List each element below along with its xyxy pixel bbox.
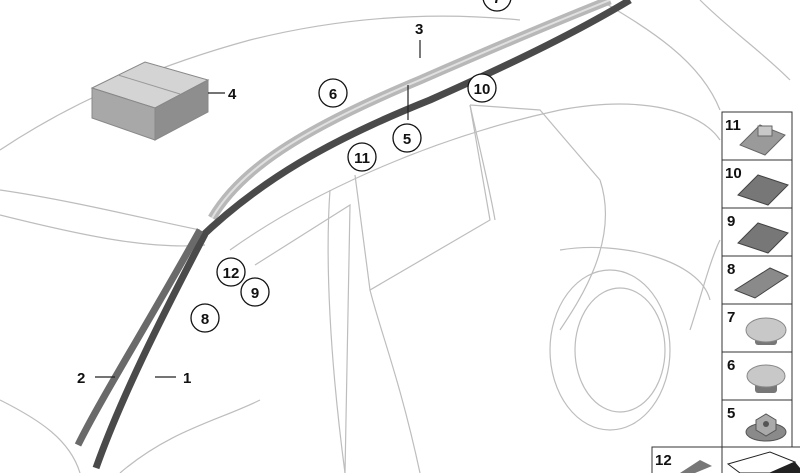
- parts-panel: 11 10 9 8 7 6 5: [651, 111, 800, 473]
- panel-item-11[interactable]: 11: [721, 111, 793, 161]
- svg-text:11: 11: [725, 117, 741, 134]
- panel-arrow-box: [721, 446, 800, 473]
- plug-icon: [746, 364, 786, 393]
- callout-7: 7: [493, 0, 501, 7]
- panel-item-6[interactable]: 6: [721, 351, 793, 401]
- svg-text:6: 6: [727, 357, 735, 374]
- part-4-box[interactable]: [90, 61, 210, 141]
- clip-icon: [739, 124, 786, 156]
- panel-item-12[interactable]: 12: [651, 446, 723, 473]
- panel-item-10[interactable]: 10: [721, 159, 793, 209]
- plug-icon: [745, 317, 787, 345]
- callout-9: 9: [251, 285, 259, 302]
- panel-item-5[interactable]: 5: [721, 399, 793, 449]
- part-roof-seal-dark[interactable]: [195, 0, 632, 243]
- callout-12: 12: [223, 265, 240, 282]
- callout-2: 2: [77, 370, 85, 387]
- callout-4: 4: [228, 86, 237, 103]
- callout-5: 5: [403, 131, 411, 148]
- callout-10: 10: [474, 81, 491, 98]
- svg-text:12: 12: [655, 452, 672, 469]
- part-2-pillar-trim[interactable]: [74, 228, 204, 447]
- svg-text:10: 10: [725, 165, 742, 182]
- callout-3: 3: [415, 21, 423, 38]
- panel-item-9[interactable]: 9: [721, 207, 793, 257]
- callout-8: 8: [201, 311, 209, 328]
- part-1-pillar-trim[interactable]: [92, 232, 209, 470]
- clip-icon: [680, 460, 712, 473]
- callout-11: 11: [354, 150, 370, 167]
- part-3-roof-molding-edge: [211, 0, 611, 219]
- svg-text:9: 9: [727, 213, 735, 230]
- clip-icon: [733, 267, 790, 299]
- svg-text:8: 8: [727, 261, 735, 278]
- clip-icon: [737, 174, 789, 206]
- panel-item-8[interactable]: 8: [721, 255, 793, 305]
- leader-lines: [95, 40, 421, 378]
- panel-item-7[interactable]: 7: [721, 303, 793, 353]
- circled-callouts: [190, 0, 512, 333]
- clip-icon: [737, 222, 789, 254]
- callout-1: 1: [183, 370, 191, 387]
- svg-text:7: 7: [727, 309, 735, 326]
- callout-6: 6: [329, 86, 337, 103]
- svg-text:5: 5: [727, 405, 735, 422]
- nut-icon: [745, 413, 787, 442]
